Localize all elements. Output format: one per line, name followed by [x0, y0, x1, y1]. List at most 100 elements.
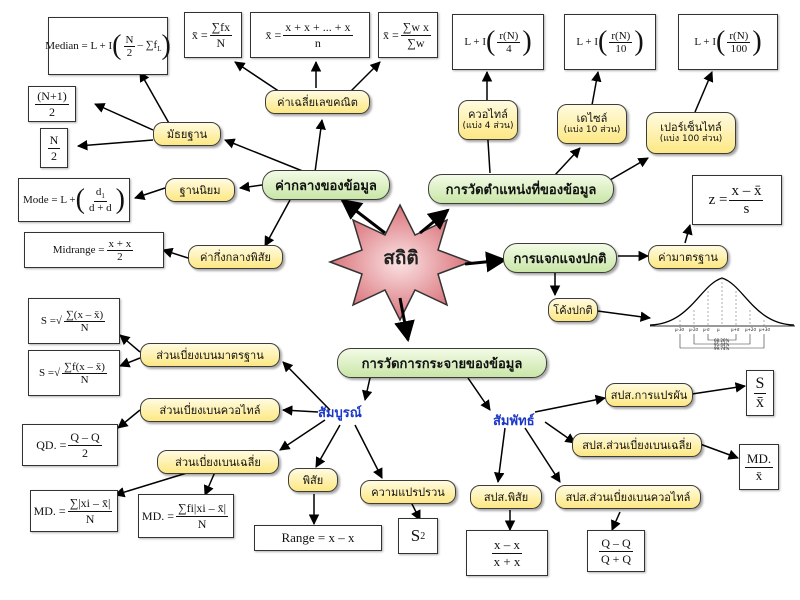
- connector: [554, 147, 581, 176]
- normal-tick-label: μ+2σ: [745, 327, 756, 332]
- mode-d1: d: [95, 186, 102, 199]
- normal-tick-label: μ+3σ: [759, 327, 770, 332]
- node-zscore[interactable]: ค่ามาตรฐาน: [648, 245, 728, 269]
- connector: [361, 377, 373, 402]
- midrange-num: x + x: [106, 237, 134, 251]
- md1-num: ∑|xi – x̄|: [67, 495, 113, 512]
- node-percentile[interactable]: เปอร์เซ็นไทล์ (แบ่ง 100 ส่วน): [646, 112, 736, 154]
- connector: [591, 70, 602, 106]
- normal-percent-label: 68.26%: [714, 338, 730, 343]
- connector: [354, 424, 383, 479]
- connector: [494, 427, 506, 484]
- mean-w-num: ∑w x: [400, 19, 431, 36]
- median-lhs: Median = L + I: [45, 40, 113, 52]
- qd-lhs: QD. =: [36, 437, 67, 452]
- connector: [238, 181, 263, 192]
- node-coef-range[interactable]: สปส.พิสัย: [470, 485, 542, 509]
- q-four: 4: [506, 42, 512, 55]
- connector: [224, 138, 306, 173]
- percentile-label: เปอร์เซ็นไทล์: [660, 121, 722, 134]
- node-decile[interactable]: เดไซล์ (แบ่ง 10 ส่วน): [557, 104, 627, 144]
- percentile-note: (แบ่ง 100 ส่วน): [659, 134, 723, 145]
- connector: [94, 103, 154, 131]
- median-even-den: 2: [50, 148, 57, 163]
- sd1-num: ∑(x – x̄): [63, 308, 106, 322]
- cv-num: S: [753, 374, 767, 394]
- cmd-den: x̄: [755, 467, 763, 483]
- cv-den: x̄: [756, 393, 764, 411]
- median-n: N: [125, 33, 134, 46]
- mean-w-lhs: x̄ =: [382, 27, 399, 42]
- formula-sd-grouped: S = √ ∑f(x – x̄)N: [28, 350, 120, 396]
- d-rn: r(N): [609, 29, 633, 43]
- node-midrange[interactable]: ค่ากึ่งกลางพิสัย: [188, 245, 283, 269]
- node-standard-deviation[interactable]: ส่วนเบี่ยงเบนมาตรฐาน: [140, 343, 280, 367]
- mode-den: d + d: [88, 201, 112, 214]
- connector: [161, 247, 189, 259]
- normal-tick-label: μ-3σ: [675, 327, 685, 332]
- connector: [544, 421, 576, 444]
- node-coef-quartile-deviation[interactable]: สปส.ส่วนเบี่ยงเบนควอไทล์: [555, 485, 701, 509]
- node-mean-deviation[interactable]: ส่วนเบี่ยงเบนเฉลี่ย: [157, 450, 279, 474]
- normal-tick-label: μ: [717, 327, 720, 332]
- formula-quartile: L + I ( r(N)4 ): [452, 14, 544, 70]
- formula-range: Range = x – x: [254, 525, 382, 551]
- formula-percentile: L + I ( r(N)100 ): [678, 14, 778, 70]
- mode-lhs: Mode = L +: [22, 194, 76, 206]
- variance-s: S: [410, 526, 421, 545]
- node-position[interactable]: การวัดตำแหน่งที่ของข้อมูล: [428, 174, 614, 204]
- qd-num: Q – Q: [68, 429, 102, 446]
- node-quartile[interactable]: ควอไทล์ (แบ่ง 4 ส่วน): [458, 100, 518, 140]
- sd2-den: N: [80, 373, 89, 386]
- label-relative: สัมพัทธ์: [493, 414, 535, 429]
- node-normal-curve[interactable]: โค้งปกติ: [548, 298, 598, 322]
- connector: [394, 297, 415, 343]
- normal-tick-label: μ-2σ: [689, 327, 699, 332]
- connector: [589, 309, 652, 322]
- node-central-tendency[interactable]: ค่ากลางของข้อมูล: [262, 170, 390, 200]
- p-hundred: 100: [730, 42, 748, 55]
- mean-w-den: ∑w: [407, 35, 425, 50]
- node-normal-distribution[interactable]: การแจกแจงปกติ: [503, 243, 617, 273]
- node-coef-mean-deviation[interactable]: สปส.ส่วนเบี่ยงเบนเฉลี่ย: [572, 433, 702, 457]
- label-absolute: สัมบูรณ์: [318, 406, 362, 421]
- connector: [117, 409, 141, 429]
- z-lhs: z =: [708, 191, 728, 208]
- range-expr: Range = x – x: [281, 530, 355, 545]
- node-mode[interactable]: ฐานนิยม: [165, 178, 235, 202]
- connector: [682, 223, 693, 244]
- formula-md-grouped: MD. = ∑fi|xi – x̄|N: [138, 494, 234, 538]
- connector: [524, 427, 561, 483]
- connector: [314, 118, 326, 173]
- node-dispersion[interactable]: การวัดการกระจายของข้อมูล: [337, 348, 547, 378]
- connector: [76, 139, 154, 151]
- connector: [534, 394, 607, 413]
- connector: [119, 357, 141, 368]
- normal-curve-graphic: [649, 277, 795, 349]
- node-range[interactable]: พิสัย: [288, 468, 338, 492]
- n-plus-1: (N+1): [35, 88, 69, 105]
- node-coef-variation[interactable]: สปส.การแปรผัน: [605, 383, 693, 407]
- connector: [609, 157, 649, 181]
- node-variance[interactable]: ความแปรปรวน: [360, 480, 456, 504]
- node-quartile-deviation[interactable]: ส่วนเบี่ยงเบนควอไทล์: [140, 398, 280, 422]
- quartile-note: (แบ่ง 4 ส่วน): [462, 121, 514, 132]
- connector: [349, 61, 381, 93]
- q-rn: r(N): [497, 29, 521, 43]
- crange-num: x – x: [492, 536, 522, 554]
- node-median[interactable]: มัธยฐาน: [153, 122, 221, 146]
- normal-percent-label: 99.74%: [714, 346, 730, 351]
- formula-decile: L + I ( r(N)10 ): [564, 14, 656, 70]
- node-mean[interactable]: ค่าเฉลี่ยเลขคณิต: [265, 90, 370, 114]
- cqd-num: Q – Q: [599, 535, 633, 552]
